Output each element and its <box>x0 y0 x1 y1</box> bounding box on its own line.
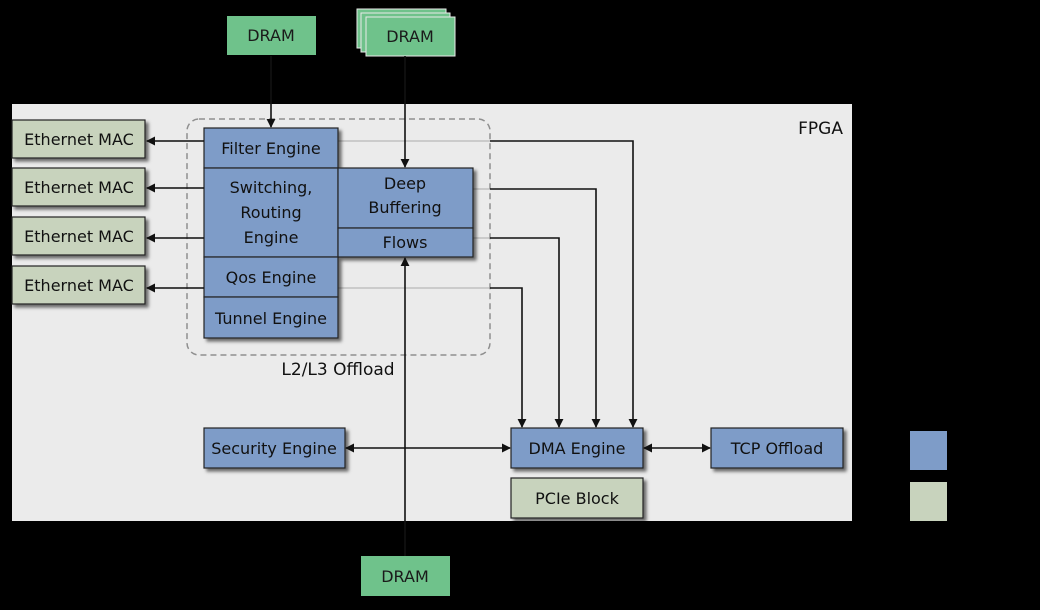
flows-block <box>337 227 474 258</box>
dram-bottom-label: DRAM <box>381 567 429 586</box>
switching-label-line1: Switching, <box>230 178 313 197</box>
qos-engine <box>203 256 339 298</box>
tunnel-engine-label: Tunnel Engine <box>214 309 327 328</box>
switching-routing-engine <box>203 167 339 258</box>
engine-stack <box>203 127 474 339</box>
ethernet-mac-2 <box>11 167 146 207</box>
dram-top-left-label: DRAM <box>247 26 295 45</box>
pcie-block <box>510 477 644 519</box>
tunnel-engine <box>203 296 339 339</box>
qos-engine-label: Qos Engine <box>226 268 317 287</box>
ethernet-mac-4-label: Ethernet MAC <box>24 276 134 295</box>
tcp-offload <box>710 427 844 469</box>
dram-top-left <box>227 16 316 55</box>
offload-region <box>186 118 491 356</box>
ethernet-mac-3-label: Ethernet MAC <box>24 227 134 246</box>
dma-engine-label: DMA Engine <box>529 439 626 458</box>
lower-blocks <box>203 427 844 519</box>
tcp-offload-label: TCP Offload <box>730 439 824 458</box>
security-engine <box>203 427 346 469</box>
legend-swatch-blue <box>910 431 947 470</box>
dram-bottom <box>361 556 450 596</box>
dma-engine <box>510 427 644 469</box>
ethernet-mac-2-label: Ethernet MAC <box>24 178 134 197</box>
arrows <box>146 56 711 556</box>
dram-top-right-label: DRAM <box>386 27 434 46</box>
ethernet-mac-4 <box>11 265 146 305</box>
arrow-deep-to-dma <box>490 188 601 428</box>
mac-column: Ethernet MAC Ethernet MAC Ethernet MAC E… <box>11 119 146 305</box>
offload-label: L2/L3 Offload <box>281 360 394 380</box>
ethernet-mac-1 <box>11 119 146 159</box>
arrow-filter-to-dma <box>490 140 638 428</box>
legend-swatch-green <box>910 482 947 521</box>
deep-buffering-label-line2: Buffering <box>368 198 441 217</box>
deep-buffering <box>337 167 474 229</box>
filter-engine-label: Filter Engine <box>221 139 321 158</box>
dram-top-right <box>365 16 456 57</box>
dram-top-right-stack <box>356 8 456 57</box>
flows-label: Flows <box>383 233 428 252</box>
filter-engine <box>203 127 339 169</box>
ethernet-mac-3 <box>11 216 146 256</box>
arrow-qos-to-dma <box>490 287 527 428</box>
switching-label-line2: Routing <box>240 203 301 222</box>
fpga-title: FPGA <box>798 119 843 139</box>
deep-buffering-label-line1: Deep <box>384 174 426 193</box>
ethernet-mac-1-label: Ethernet MAC <box>24 130 134 149</box>
security-engine-label: Security Engine <box>211 439 337 458</box>
switching-label-line3: Engine <box>244 228 299 247</box>
arrow-flows-to-dma <box>490 237 564 428</box>
pcie-block-label: PCIe Block <box>535 489 619 508</box>
